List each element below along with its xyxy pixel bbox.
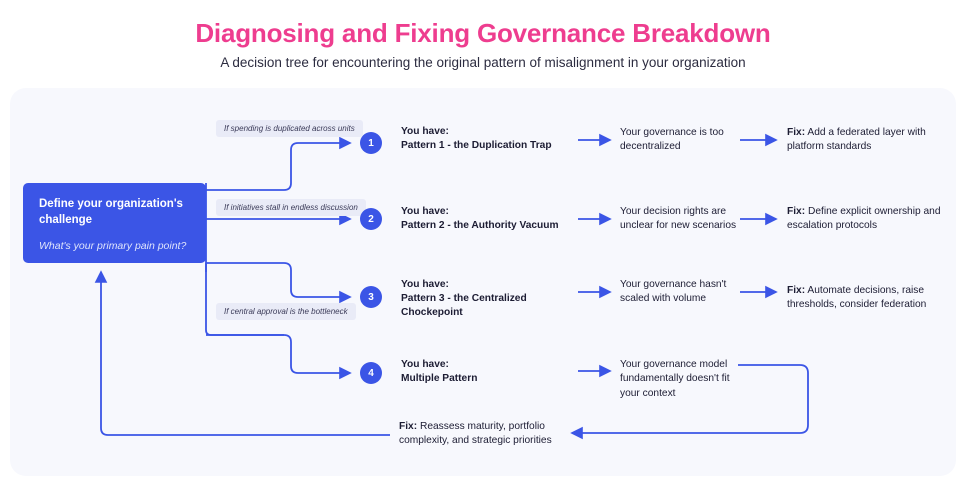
fix-block-4: Fix: Reassess maturity, portfolio comple…: [399, 420, 564, 449]
fix-label-4: Fix:: [399, 421, 418, 432]
pattern-name-4: Multiple Pattern: [401, 373, 478, 385]
fix-text-3: Automate decisions, raise thresholds, co…: [787, 285, 927, 311]
step-circle-2[interactable]: 2: [360, 208, 382, 230]
step-circle-1[interactable]: 1: [360, 132, 382, 154]
fix-block-2: Fix: Define explicit ownership and escal…: [787, 205, 947, 234]
decision-box[interactable]: Define your organization's challenge Wha…: [23, 183, 206, 263]
condition-chip-3: If central approval is the bottleneck: [216, 303, 356, 320]
fix-text-4: Reassess maturity, portfolio complexity,…: [399, 421, 552, 447]
diagnosis-text-4: Your governance model fundamentally does…: [620, 359, 730, 399]
fix-label-1: Fix:: [787, 127, 806, 138]
pattern-block-1: You have: Pattern 1 - the Duplication Tr…: [401, 125, 573, 153]
diagnosis-text-2: Your decision rights are unclear for new…: [620, 206, 737, 232]
diagnosis-text-3: Your governance hasn't scaled with volum…: [620, 279, 727, 305]
fix-label-3: Fix:: [787, 285, 806, 296]
pattern-lead-4: You have:: [401, 359, 449, 370]
fix-block-1: Fix: Add a federated layer with platform…: [787, 126, 937, 155]
pattern-block-2: You have: Pattern 2 - the Authority Vacu…: [401, 205, 573, 233]
pattern-lead-3: You have:: [401, 279, 449, 290]
condition-chip-2: If initiatives stall in endless discussi…: [216, 199, 366, 216]
pattern-block-4: You have: Multiple Pattern: [401, 358, 573, 386]
fix-label-2: Fix:: [787, 206, 806, 217]
diagnosis-text-1: Your governance is too decentralized: [620, 127, 724, 153]
fix-text-2: Define explicit ownership and escalation…: [787, 206, 941, 232]
pattern-name-3: Pattern 3 - the Centralized Chockepoint: [401, 293, 527, 319]
decision-box-question: What's your primary pain point?: [39, 240, 187, 253]
fix-block-3: Fix: Automate decisions, raise threshold…: [787, 284, 945, 313]
pattern-name-2: Pattern 2 - the Authority Vacuum: [401, 220, 559, 232]
pattern-name-1: Pattern 1 - the Duplication Trap: [401, 140, 552, 152]
page-title: Diagnosing and Fixing Governance Breakdo…: [195, 18, 771, 48]
pattern-lead-2: You have:: [401, 206, 449, 217]
step-circle-3[interactable]: 3: [360, 286, 382, 308]
pattern-lead-1: You have:: [401, 126, 449, 137]
page-subtitle: A decision tree for encountering the ori…: [220, 55, 746, 70]
decision-box-title: Define your organization's challenge: [39, 198, 183, 226]
fix-text-1: Add a federated layer with platform stan…: [787, 127, 926, 153]
step-circle-4[interactable]: 4: [360, 362, 382, 384]
pattern-block-3: You have: Pattern 3 - the Centralized Ch…: [401, 278, 541, 320]
condition-chip-1: If spending is duplicated across units: [216, 120, 363, 137]
